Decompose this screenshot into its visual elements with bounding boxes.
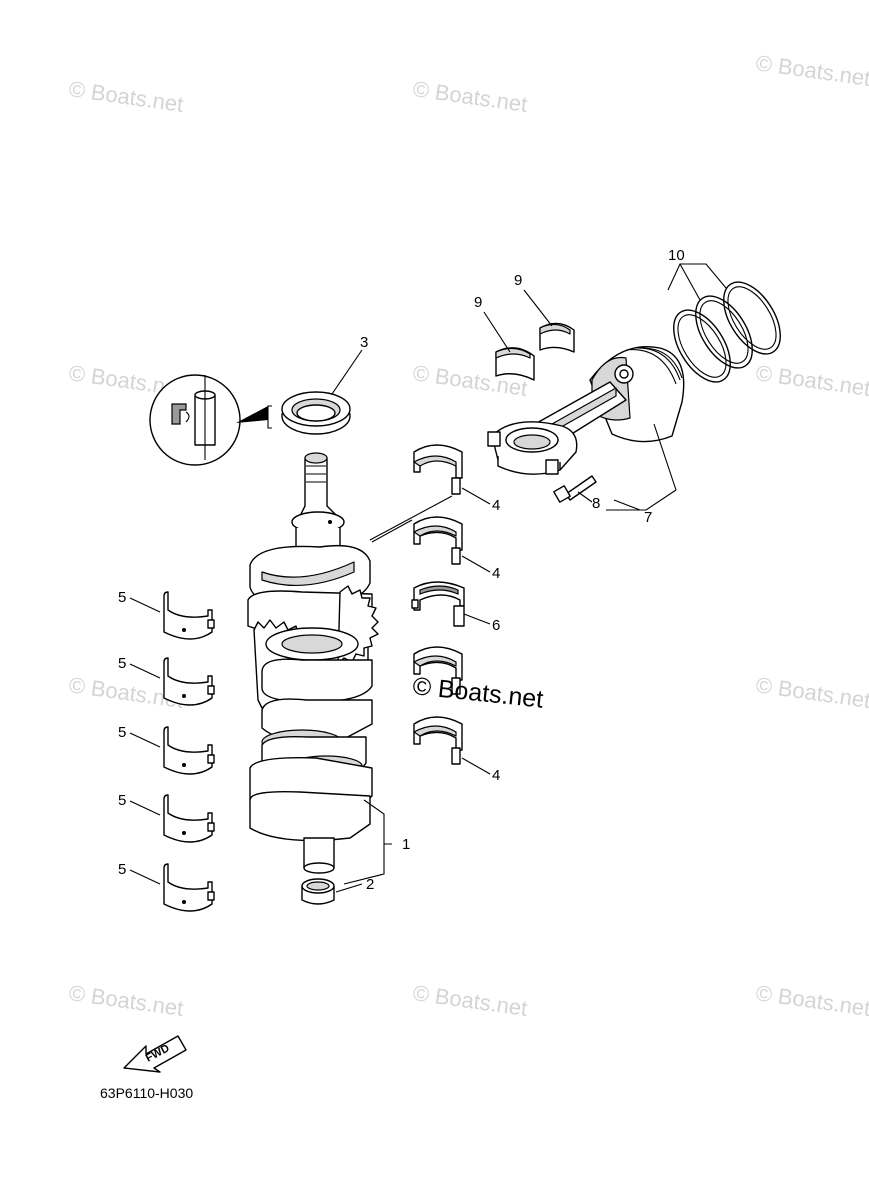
callout-9: 9 bbox=[474, 294, 482, 311]
oil-seal-part-3: 3 bbox=[281, 334, 368, 435]
piston-rings-part-10: 10 bbox=[667, 247, 781, 383]
bearing-5-item: 5 bbox=[118, 792, 215, 843]
watermark: © Boats.net bbox=[411, 76, 529, 117]
bearing-5-item: 5 bbox=[118, 861, 215, 912]
callout-5: 5 bbox=[118, 861, 126, 878]
bearing-4-item: 4 bbox=[371, 516, 500, 582]
seal-detail-inset bbox=[149, 374, 272, 466]
watermark: © Boats.net bbox=[411, 980, 529, 1021]
bearing-4-item: 4 bbox=[413, 716, 500, 784]
callout-5: 5 bbox=[118, 724, 126, 741]
bearing-5-item: 5 bbox=[118, 589, 215, 640]
callout-10: 10 bbox=[668, 247, 685, 264]
callout-5: 5 bbox=[118, 792, 126, 809]
bearing-5-item: 5 bbox=[118, 724, 215, 775]
forward-arrow-icon: FWD bbox=[123, 1035, 187, 1073]
callout-6: 6 bbox=[492, 617, 500, 634]
callout-9: 9 bbox=[514, 272, 522, 289]
diagram-code: 63P6110-H030 bbox=[100, 1085, 193, 1101]
callout-4: 4 bbox=[492, 497, 500, 514]
thrust-bearing-part-6: 6 bbox=[411, 581, 500, 634]
watermark: © Boats.net bbox=[754, 672, 869, 713]
bearing-4-item: 4 bbox=[369, 444, 500, 541]
main-bearing-part-5: 5 5 5 5 5 bbox=[118, 589, 215, 912]
callout-2: 2 bbox=[366, 876, 374, 893]
bearing-4-item-unlabeled bbox=[413, 646, 463, 695]
watermark: © Boats.net bbox=[754, 50, 869, 91]
main-bearing-part-4: 4 4 4 bbox=[369, 444, 500, 784]
conrod-bearing-part-9: 9 9 bbox=[474, 272, 575, 381]
callout-7: 7 bbox=[644, 509, 652, 526]
callout-8: 8 bbox=[592, 495, 600, 512]
center-watermark: © Boats.net bbox=[411, 672, 544, 714]
bearing-5-item: 5 bbox=[118, 655, 215, 706]
callout-3: 3 bbox=[360, 334, 368, 351]
callout-5: 5 bbox=[118, 589, 126, 606]
conrod-bolt-part-8: 8 bbox=[553, 475, 600, 512]
piston-conrod-part-7: 7 bbox=[487, 346, 685, 526]
callout-1: 1 bbox=[402, 836, 410, 853]
watermark: © Boats.net bbox=[67, 76, 185, 117]
bush-part-2: 2 bbox=[301, 876, 374, 905]
callout-4: 4 bbox=[492, 565, 500, 582]
watermark: © Boats.net bbox=[754, 360, 869, 401]
callout-5: 5 bbox=[118, 655, 126, 672]
callout-4: 4 bbox=[492, 767, 500, 784]
watermark: © Boats.net bbox=[754, 980, 869, 1021]
watermark-layer: © Boats.net © Boats.net © Boats.net © Bo… bbox=[67, 50, 869, 1021]
watermark: © Boats.net bbox=[67, 980, 185, 1021]
crankshaft-part-1: 1 bbox=[247, 452, 410, 885]
